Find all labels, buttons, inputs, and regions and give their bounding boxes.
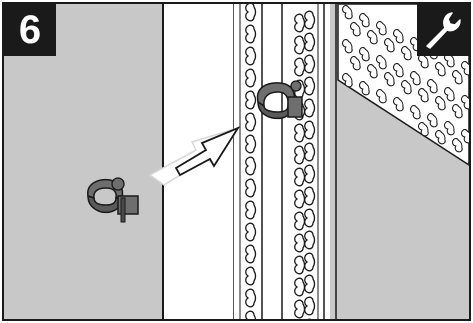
- step-number-badge: 6: [4, 4, 56, 56]
- wrench-icon: [417, 4, 469, 56]
- hose: [261, 4, 283, 319]
- insert-arrow-icon: [148, 126, 241, 186]
- loose-clamp: [87, 177, 139, 223]
- left-wall: [4, 4, 163, 319]
- installed-clamp: [256, 80, 303, 120]
